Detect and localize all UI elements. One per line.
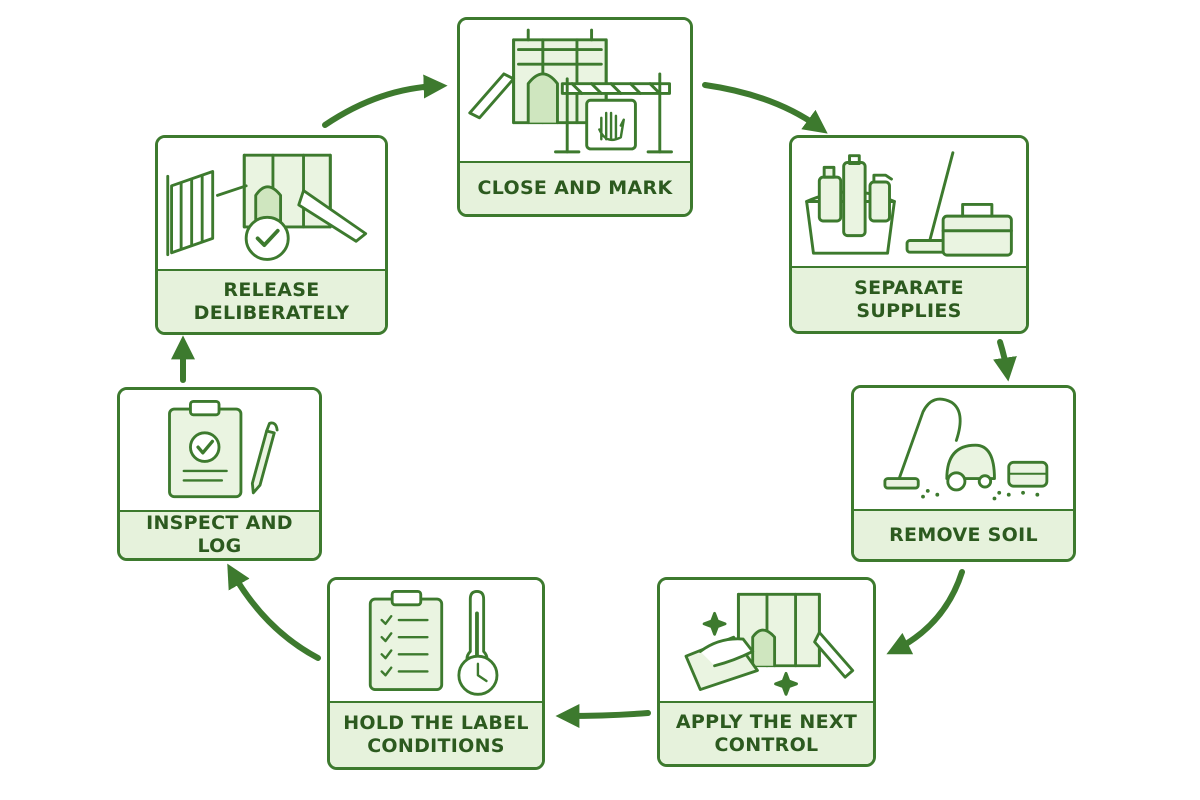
toolbox-icon: [941, 202, 1013, 257]
step-label: INSPECT AND LOG: [120, 510, 319, 558]
step-card-remove-soil: REMOVE SOIL: [851, 385, 1076, 562]
barrier-icon: [554, 72, 673, 154]
check-badge-icon: [244, 215, 290, 261]
arrow-hold-to-inspect: [227, 563, 321, 661]
clock-icon: [457, 654, 499, 696]
step-card-release-deliberately: RELEASE DELIBERATELY: [155, 135, 388, 335]
stop-hand-icon: [585, 98, 637, 151]
step-card-inspect-and-log: INSPECT AND LOG: [117, 387, 322, 561]
checklist-clipboard-icon: [368, 590, 444, 691]
arrow-separate-to-remove: [993, 339, 1017, 382]
clipboard-check-icon: [168, 400, 243, 499]
soil-particles: [921, 488, 1040, 501]
sponge-icon: [1007, 460, 1049, 488]
step-card-hold-the-label-conditions: HOLD THE LABEL CONDITIONS: [327, 577, 545, 770]
step-card-separate-supplies: SEPARATE SUPPLIES: [789, 135, 1029, 334]
step-card-apply-the-next-control: APPLY THE NEXT CONTROL: [657, 577, 876, 767]
arrow-release-to-close: [322, 74, 448, 128]
step-label: SEPARATE SUPPLIES: [792, 266, 1026, 331]
playground-icon: [736, 592, 855, 679]
pen-icon: [250, 421, 279, 495]
step-label: APPLY THE NEXT CONTROL: [660, 701, 873, 764]
step-label: HOLD THE LABEL CONDITIONS: [330, 701, 542, 767]
mop-icon: [905, 151, 955, 254]
arrow-close-to-separate: [702, 82, 828, 134]
wiping-hand-icon: [684, 635, 759, 691]
step-label: RELEASE DELIBERATELY: [158, 269, 385, 332]
spray-bottle-icon: [817, 154, 893, 238]
arrow-apply-to-hold: [555, 703, 651, 728]
sparkle-icon: [702, 611, 798, 696]
vacuum-cleaner-icon: [883, 397, 996, 492]
step-label: CLOSE AND MARK: [460, 161, 690, 214]
step-card-close-and-mark: CLOSE AND MARK: [457, 17, 693, 217]
open-gate-icon: [166, 170, 215, 257]
playground-icon: [216, 153, 368, 243]
step-label: REMOVE SOIL: [854, 509, 1073, 559]
arrow-remove-to-apply: [886, 569, 965, 655]
